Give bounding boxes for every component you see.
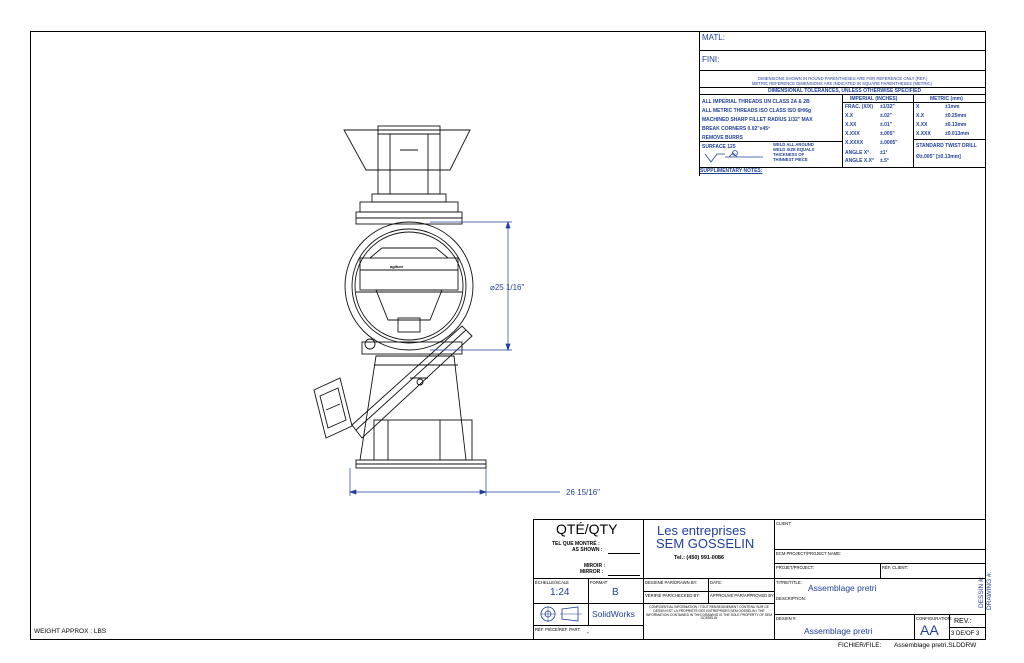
imp-row-1-b: ±.02" <box>880 113 893 119</box>
tel-que-montre: TEL QUE MONTRÉ : <box>552 541 600 547</box>
met-row-0-a: X <box>916 104 920 110</box>
surface-label: SURFACE 125 <box>702 144 736 150</box>
imp-row-3-a: X.XXX <box>845 131 860 137</box>
imp-row-2-a: X.XX <box>845 122 857 128</box>
met-row-1-b: ±0.25mm <box>945 113 967 119</box>
imperial-header: IMPERIAL (INCHES) <box>850 96 898 102</box>
ref-part-label: RÉF. PIÈCE/REF. PART: <box>535 627 581 632</box>
company-name-2: SEM GOSSELIN <box>656 536 755 551</box>
title-value: Assemblage pretri <box>808 583 877 593</box>
imp-row-5-b: ±1° <box>880 150 888 156</box>
client-label: CLIENT: <box>776 521 792 526</box>
imp-row-0-a: FRAC. (X/X) <box>845 104 874 110</box>
company-name-1: Les entreprises <box>657 523 746 538</box>
width-dimension: 26 15/16" <box>566 488 600 497</box>
sheet-number: 3 DE/OF 3 <box>951 631 980 637</box>
ref-note-1: DIMENSIONS SHOWN IN ROUND PARENTHESES AR… <box>758 76 928 81</box>
file-label: FICHIER/FILE: <box>838 642 882 649</box>
met-row-3-a: X.XXX <box>916 131 931 137</box>
note-1: ALL IMPERIAL THREADS UN CLASS 2A & 2B <box>702 99 810 105</box>
pretri-assembly-drawing <box>313 125 560 496</box>
imp-row-2-b: ±.01" <box>880 122 893 128</box>
diameter-dimension: ⌀25 1/16" <box>490 283 525 292</box>
rev-label: REV.: <box>954 618 972 625</box>
weld-1: WELD ALL AROUND <box>773 142 814 147</box>
matl-label: MATL: <box>702 33 725 42</box>
third-angle-projection-icon <box>540 606 582 622</box>
format-value: B <box>612 587 619 598</box>
file-value: Assemblage pretri.SLDDRW <box>894 642 977 649</box>
software-label: SolidWorks <box>592 609 635 619</box>
weld-4: THINNEST PIECE <box>773 157 808 162</box>
imp-row-6-b: ±.5° <box>880 158 889 164</box>
weight-label: WEIGHT APPROX : LBS <box>34 628 107 635</box>
imp-row-0-b: ±1/32" <box>880 104 895 110</box>
drawing-number-value: Assemblage pretri <box>804 626 873 636</box>
configuration-value: AA <box>920 622 939 638</box>
met-row-0-b: ±1mm <box>945 104 960 110</box>
confidential-notice: CONFIDENTIAL INFORMATION / TOUT RENSEIGN… <box>646 605 772 621</box>
supplementary-notes: SUPPLIMENTARY NOTES: <box>700 168 763 174</box>
imp-row-6-a: ANGLE X.X° <box>845 158 874 164</box>
brand-label: agifure <box>390 264 404 269</box>
date-label: DATE: <box>710 580 723 585</box>
side-drawing-label-1: DESSIN #: <box>978 576 985 608</box>
tolerance-header: DIMENSIONAL TOLERANCES, UNLESS OTHERWISE… <box>768 88 922 94</box>
note-4: BREAK CORNERS 0.02"x45º <box>702 126 770 132</box>
drill-label: STANDARD TWIST DRILL <box>916 143 977 149</box>
met-row-3-b: ±0.013mm <box>945 131 970 137</box>
drill-value: Ø±.005" [±0.13mm] <box>916 154 961 160</box>
weld-2: WELD SIZE EQUALS <box>773 147 815 152</box>
mirror: MIRROR : <box>580 569 604 575</box>
project-label: PROJET/PROJECT: <box>776 565 814 570</box>
scale-value: 1:24 <box>550 587 570 598</box>
imp-row-4-a: X.XXXX <box>845 140 864 146</box>
surface-weld-symbol <box>704 150 763 163</box>
drawing-number-label: DESSIN #: <box>776 616 797 621</box>
imp-row-3-b: ±.005" <box>880 131 895 137</box>
approved-by-label: APPROUVÉ PAR/APPROVED BY: <box>710 593 775 598</box>
met-row-2-a: X.XX <box>916 122 928 128</box>
drawing-border <box>30 31 986 640</box>
configuration-label: CONFIGURATION: <box>916 616 952 621</box>
note-2: ALL METRIC THREADS ISO CLASS ISO 6H/6g <box>702 108 812 114</box>
ecm-project-label: ECM PROJECT/PROJECT NAME: <box>776 551 842 556</box>
ref-part-value: - <box>587 630 589 636</box>
qty-title: QTÉ/QTY <box>556 521 618 537</box>
imp-row-4-b: ±.0005" <box>880 140 898 146</box>
imp-row-1-a: X.X <box>845 113 854 119</box>
scale-label: ÉCHELLE/SCALE <box>535 580 569 585</box>
note-5: REMOVE BURRS <box>702 135 743 141</box>
note-3: MACHINED SHARP FILLET RADIUS 1/32" MAX <box>702 117 813 123</box>
imp-row-5-a: ANGLE X° <box>845 150 870 156</box>
weld-3: THICKNESS OF <box>773 152 805 157</box>
checked-by-label: VÉRIFIÉ PAR/CHECKED BY: <box>645 593 701 598</box>
met-row-1-a: X.X <box>916 113 925 119</box>
metric-header: METRIC (mm) <box>930 96 963 102</box>
drawn-by-label: DESSINÉ PAR/DRAWN BY: <box>645 580 698 585</box>
met-row-2-b: ±0.13mm <box>945 122 967 128</box>
title-label: TITRE/TITLE: <box>776 580 802 585</box>
miroir: MIROIR : <box>584 563 606 569</box>
description-label: DESCRIPTION: <box>776 596 806 601</box>
side-drawing-label-2: DRAWING #: <box>986 571 993 610</box>
fini-label: FINI: <box>702 55 720 64</box>
company-phone: Tel.: (450) 991-0086 <box>674 555 725 561</box>
as-shown: AS SHOWN : <box>572 547 603 553</box>
ref-client-label: RÉF. CLIENT: <box>882 565 908 570</box>
format-label: FORMAT <box>590 580 608 585</box>
ref-note-2: METRIC REFERENCE DIMENSIONS ARE INDICATE… <box>752 81 932 86</box>
